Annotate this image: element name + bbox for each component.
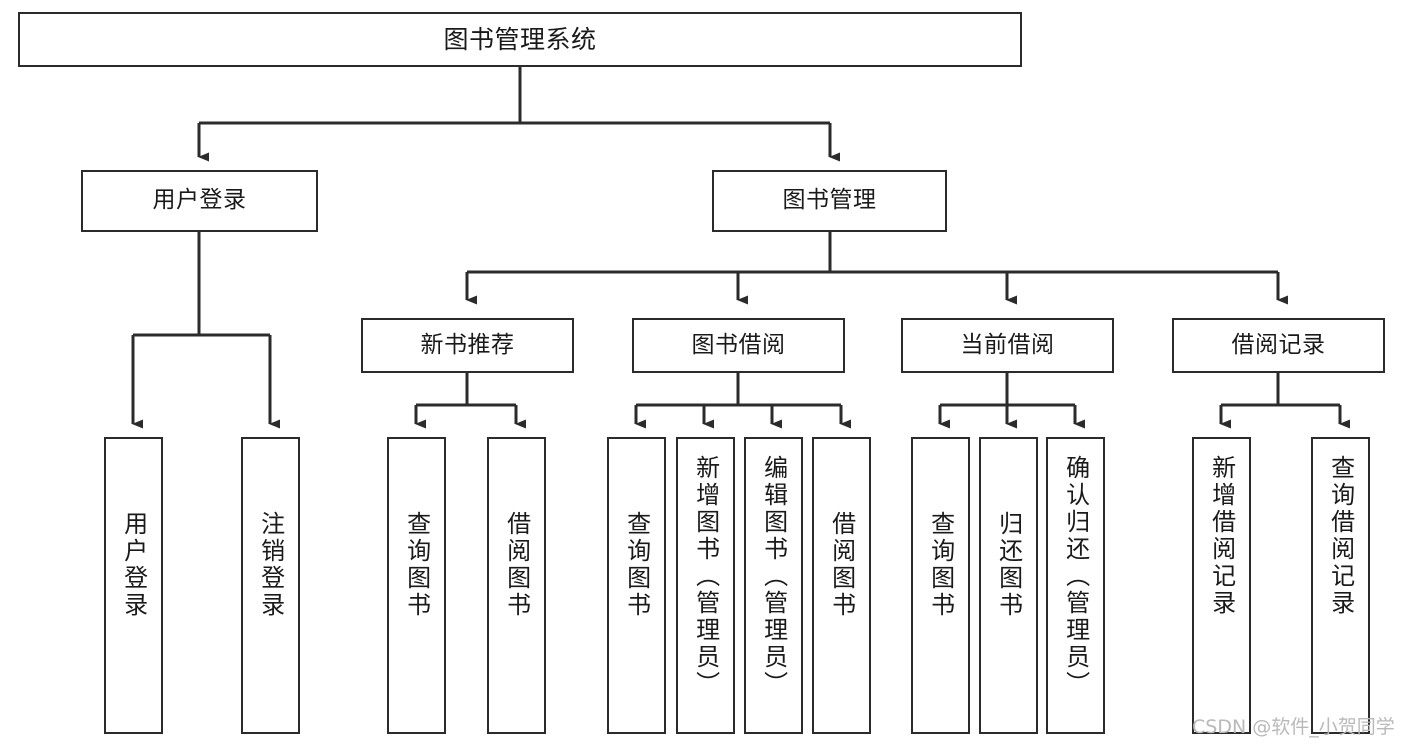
leaf-book-borrow-add-book-admin[interactable]: 新增图书（管理员） [676, 437, 735, 734]
node-label: 查询图书 [926, 511, 955, 619]
node-book-borrow[interactable]: 图书借阅 [632, 318, 845, 373]
node-label: 用户登录 [119, 511, 148, 619]
leaf-current-borrow-query-book[interactable]: 查询图书 [911, 437, 970, 734]
node-label: 查询图书 [622, 511, 651, 619]
node-label: 新增借阅记录 [1207, 455, 1236, 617]
leaf-user-login-login[interactable]: 用户登录 [104, 437, 163, 734]
node-label: 查询借阅记录 [1326, 455, 1355, 617]
node-label: 新书推荐 [420, 331, 515, 358]
leaf-current-borrow-confirm-return-admin[interactable]: 确认归还（管理员） [1046, 437, 1105, 734]
node-label: 用户登录 [152, 187, 247, 214]
leaf-user-login-logout[interactable]: 注销登录 [241, 437, 300, 734]
node-label: 注销登录 [256, 511, 285, 619]
leaf-new-book-borrow-book[interactable]: 借阅图书 [487, 437, 546, 734]
node-label: 图书借阅 [691, 331, 786, 358]
node-label: 借阅图书 [827, 511, 856, 619]
node-label: 确认归还（管理员） [1061, 455, 1090, 698]
node-book-management[interactable]: 图书管理 [712, 170, 947, 232]
node-label: 图书管理系统 [443, 24, 597, 54]
leaf-book-borrow-borrow-book[interactable]: 借阅图书 [812, 437, 871, 734]
node-label: 当前借阅 [960, 331, 1055, 358]
node-root-book-management-system[interactable]: 图书管理系统 [18, 12, 1022, 67]
node-label: 图书管理 [782, 187, 877, 214]
node-label: 归还图书 [994, 511, 1023, 619]
node-current-borrow[interactable]: 当前借阅 [901, 318, 1114, 373]
node-new-book-recommend[interactable]: 新书推荐 [361, 318, 574, 373]
leaf-borrow-record-add-record[interactable]: 新增借阅记录 [1192, 437, 1251, 734]
node-label: 借阅记录 [1231, 331, 1326, 358]
node-user-login[interactable]: 用户登录 [81, 170, 318, 232]
leaf-current-borrow-return-book[interactable]: 归还图书 [979, 437, 1038, 734]
leaf-borrow-record-query-record[interactable]: 查询借阅记录 [1311, 437, 1370, 734]
node-label: 编辑图书（管理员） [759, 455, 788, 698]
csdn-watermark: CSDN @软件_小贺同学 [1192, 716, 1395, 738]
leaf-book-borrow-edit-book-admin[interactable]: 编辑图书（管理员） [744, 437, 803, 734]
leaf-book-borrow-query-book[interactable]: 查询图书 [607, 437, 666, 734]
node-label: 新增图书（管理员） [691, 455, 720, 698]
node-label: 查询图书 [402, 511, 431, 619]
node-label: 借阅图书 [502, 511, 531, 619]
leaf-new-book-query-book[interactable]: 查询图书 [387, 437, 446, 734]
node-borrow-record[interactable]: 借阅记录 [1172, 318, 1385, 373]
